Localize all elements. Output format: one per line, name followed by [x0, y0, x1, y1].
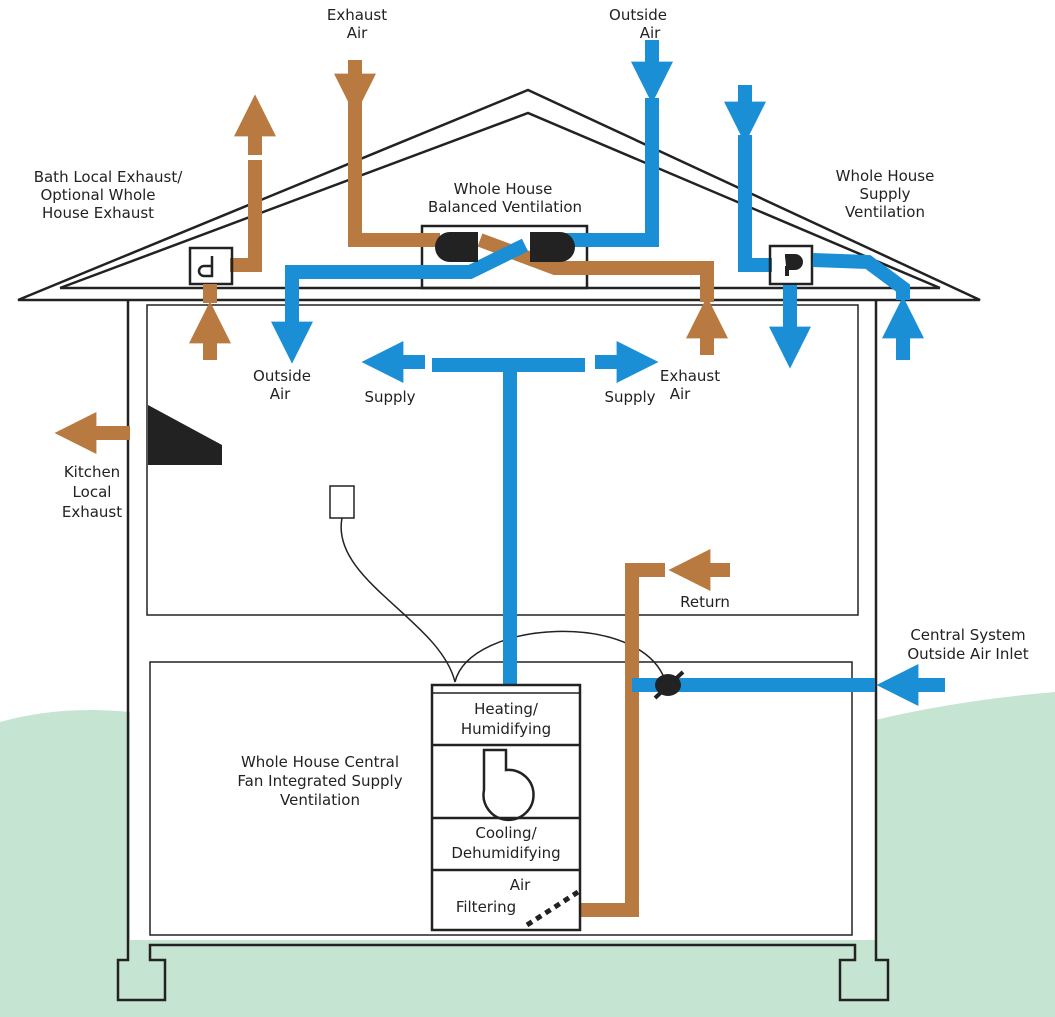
- air-handler: Heating/Humidifying Cooling/Dehumidifyin…: [430, 683, 582, 932]
- label-supply-right: Supply: [604, 388, 655, 406]
- heating-label: Heating/Humidifying: [461, 700, 551, 738]
- fan-left-icon: [435, 232, 478, 262]
- thermostat: [329, 485, 355, 519]
- ground: [0, 692, 1055, 1017]
- kitchen-hood: [148, 405, 222, 465]
- supply-fan-box: [768, 244, 814, 286]
- label-return: Return: [680, 593, 730, 611]
- label-supply-left: Supply: [364, 388, 415, 406]
- damper-icon: [653, 670, 685, 700]
- bath-fan-icon: [197, 256, 214, 278]
- thermostat-wire: [340, 517, 666, 683]
- balanced-ventilation-unit: [420, 224, 589, 290]
- cooling-label: Cooling/Dehumidifying: [451, 824, 560, 862]
- fan-right-icon: [530, 232, 575, 262]
- filter-icon: [525, 889, 580, 928]
- supply-fan-icon: [785, 254, 803, 276]
- blower-icon: [482, 748, 535, 822]
